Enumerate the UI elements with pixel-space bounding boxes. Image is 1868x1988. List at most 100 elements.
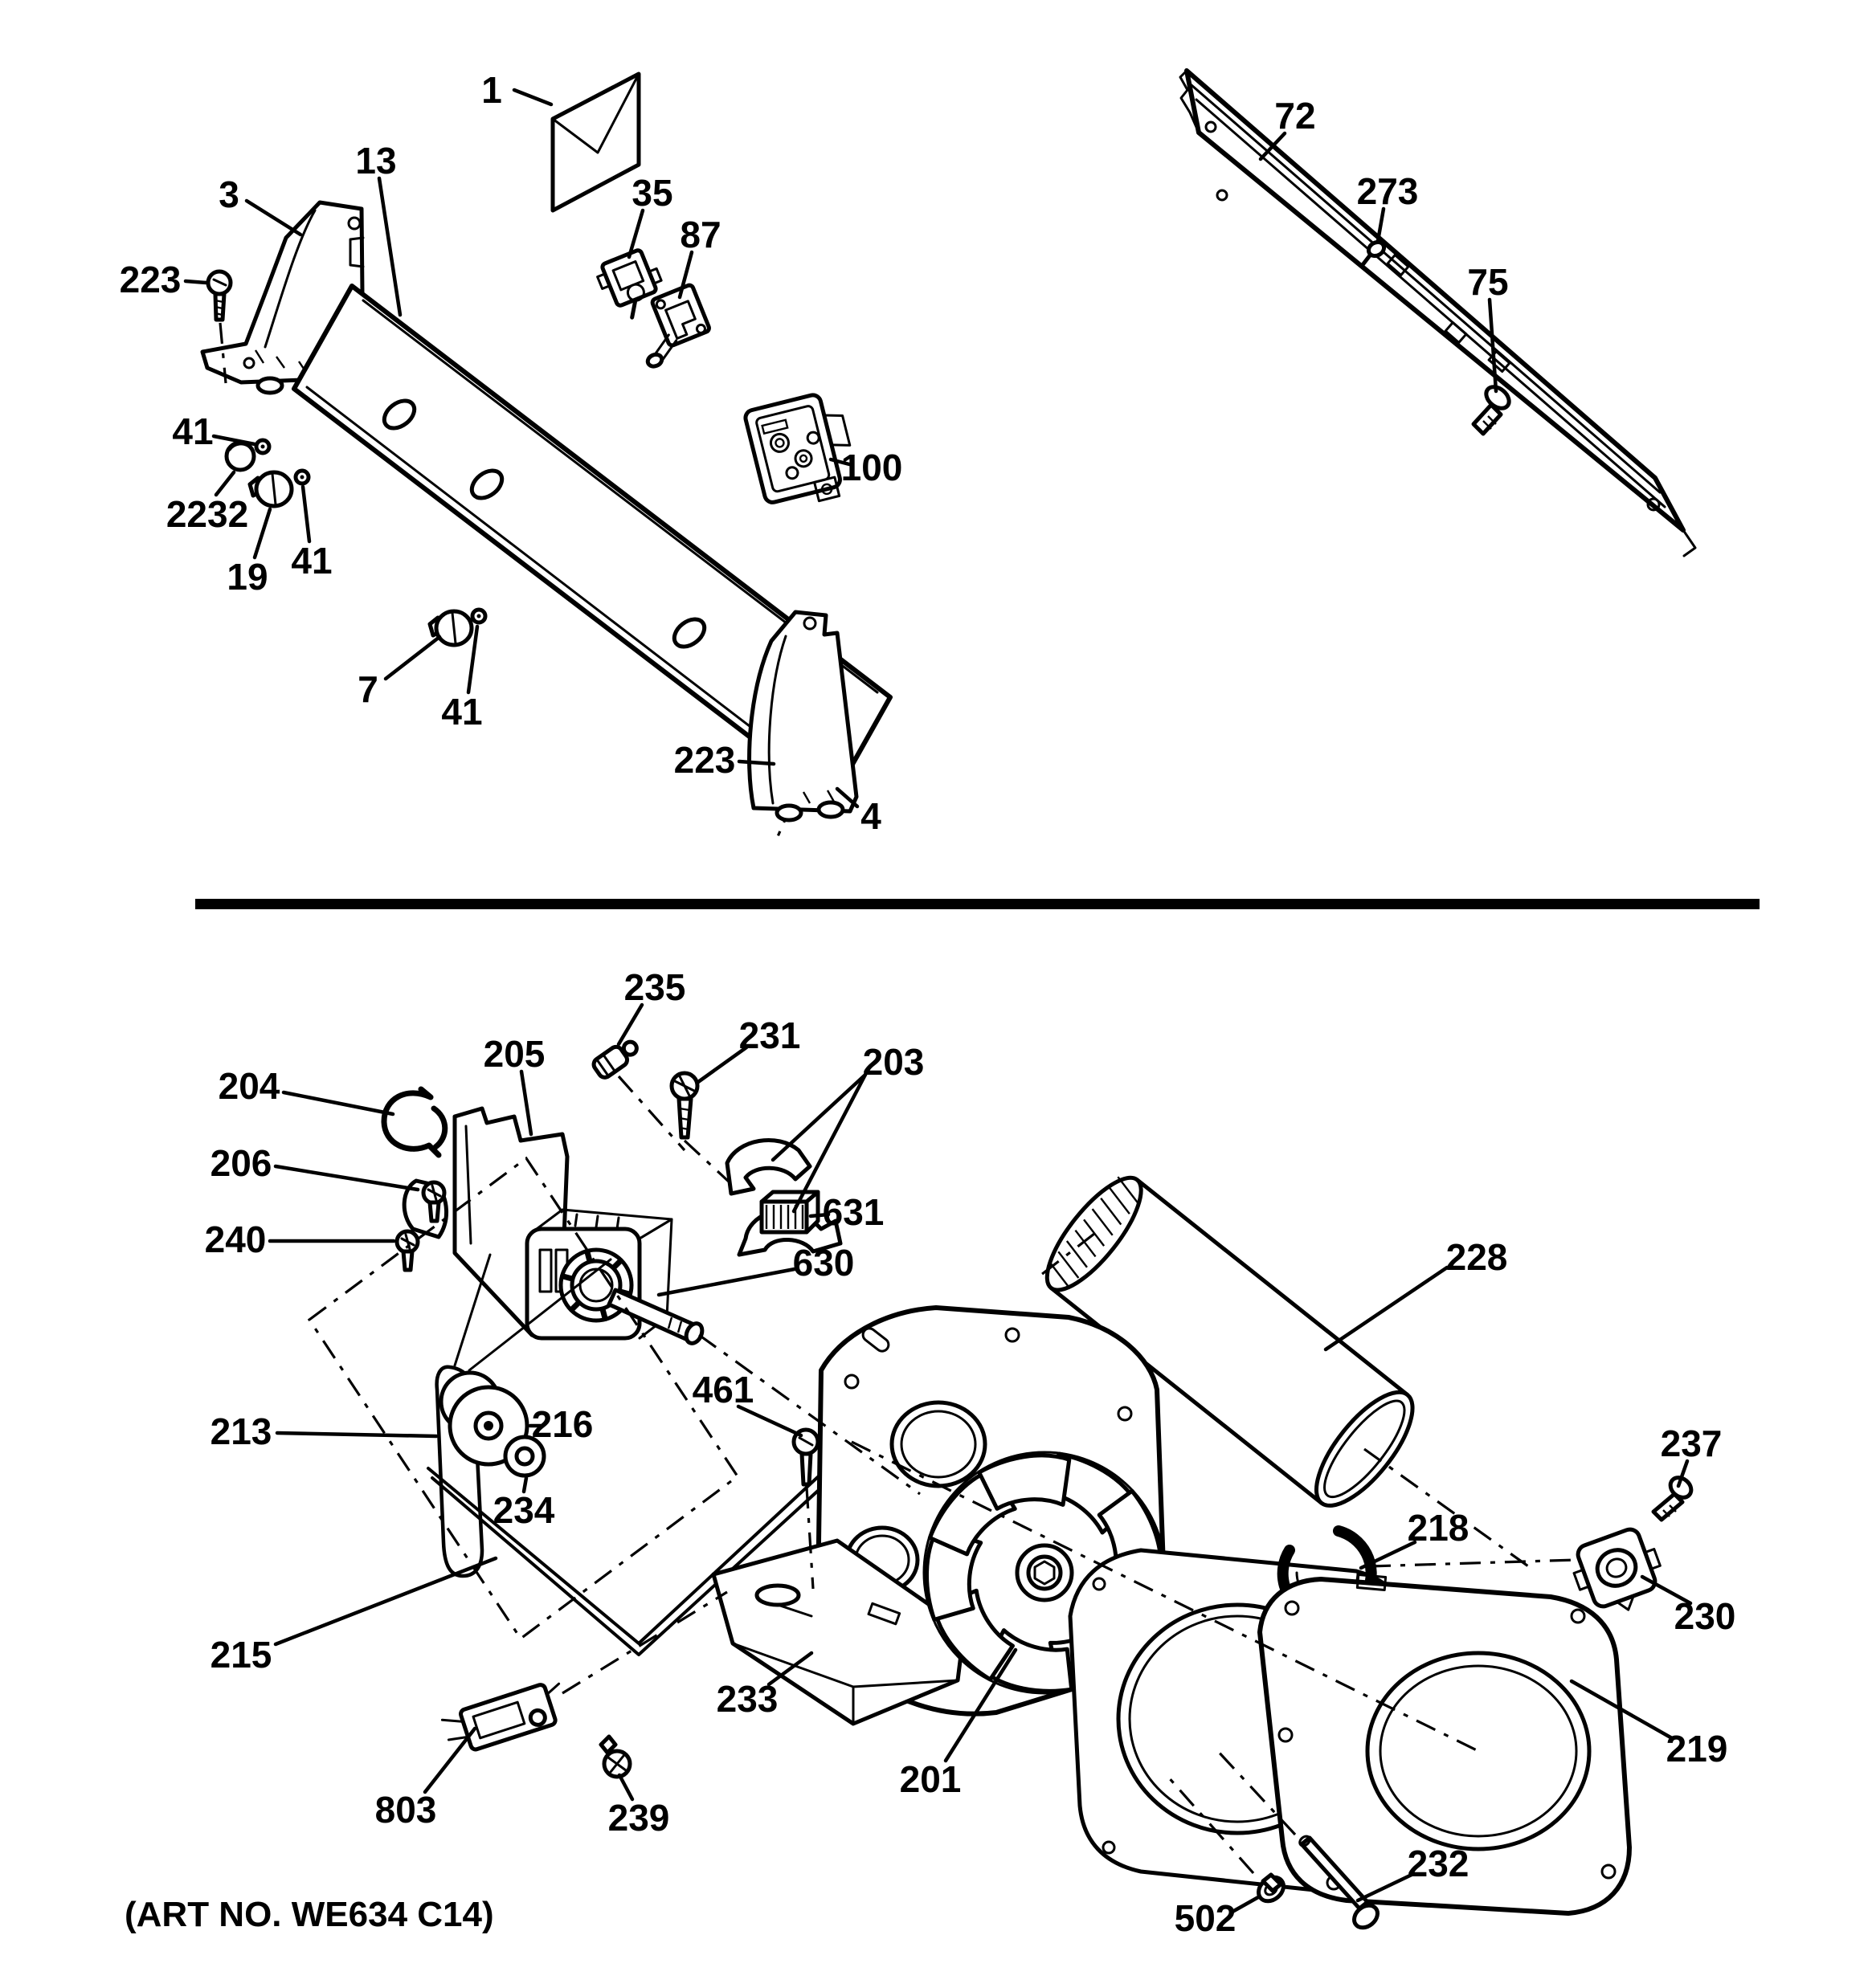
part-label-7: 7: [358, 668, 378, 710]
leader-line-203: [770, 1072, 868, 1162]
terminal-235: [591, 1039, 639, 1080]
knob-19: [247, 470, 294, 508]
screw-75: [1471, 385, 1511, 436]
part-label-1: 1: [481, 69, 502, 111]
leader-line-230: [1640, 1574, 1693, 1606]
leader-line-502: [1230, 1895, 1261, 1914]
part-label-231: 231: [739, 1014, 801, 1056]
timer-100: [743, 393, 852, 504]
construction-lines: [307, 1075, 1577, 1875]
knob-2232: [224, 440, 256, 472]
part-label-235: 235: [624, 966, 686, 1008]
part-label-233: 233: [717, 1678, 779, 1720]
part-label-239: 239: [608, 1797, 670, 1839]
part-label-3: 3: [219, 173, 239, 215]
leader-line-223: [737, 759, 776, 766]
part-label-219: 219: [1666, 1728, 1728, 1770]
part-label-237: 237: [1661, 1423, 1723, 1464]
part-label-204: 204: [219, 1065, 280, 1107]
part-label-232: 232: [1408, 1843, 1469, 1884]
screw-223-left: [206, 269, 233, 384]
thermostat-230: [1572, 1527, 1662, 1611]
leader-line-234: [521, 1476, 529, 1494]
screw-273: [1359, 239, 1387, 268]
leader-line-218: [1359, 1540, 1417, 1570]
leader-line-201: [943, 1647, 1018, 1763]
part-label-803: 803: [375, 1789, 437, 1831]
part-label-4: 4: [860, 795, 881, 837]
leader-line-203: [791, 1072, 868, 1214]
leader-line-204: [281, 1090, 395, 1116]
part-label-631: 631: [823, 1191, 885, 1233]
part-label-234: 234: [493, 1489, 555, 1531]
leader-line-215: [273, 1556, 498, 1647]
part-label-223: 223: [674, 739, 736, 781]
part-label-273: 273: [1357, 170, 1419, 212]
part-label-41: 41: [291, 540, 332, 582]
leader-line-273: [1375, 206, 1386, 243]
part-label-213: 213: [211, 1410, 272, 1452]
leader-line-3: [244, 198, 303, 237]
leader-line-19: [252, 507, 272, 560]
leader-line-7: [383, 635, 442, 681]
right-end-bracket: [747, 610, 859, 823]
leader-line-41: [211, 434, 257, 447]
support-base-233: [711, 1538, 967, 1726]
drive-motor-630: [525, 1208, 705, 1345]
clip-41-a: [254, 438, 272, 455]
drive-belt-215: [427, 1462, 839, 1656]
leader-line-235: [616, 1002, 644, 1047]
leader-line-232: [1355, 1872, 1414, 1903]
screw-239: [599, 1734, 632, 1779]
leader-line-461: [736, 1404, 803, 1438]
part-label-19: 19: [227, 556, 268, 598]
leader-line-72: [1258, 131, 1287, 161]
leader-line-41: [466, 624, 480, 695]
part-label-502: 502: [1175, 1897, 1236, 1939]
clip-41-b: [293, 468, 311, 486]
part-label-230: 230: [1674, 1595, 1736, 1637]
switch-87: [645, 283, 711, 369]
art-number: (ART NO. WE634 C14): [125, 1895, 494, 1934]
leader-line-631: [808, 1212, 831, 1219]
leader-line-223: [183, 279, 209, 285]
rear-access-panel: [1179, 68, 1697, 557]
screw-461: [791, 1427, 820, 1487]
leader-line-206: [273, 1164, 420, 1192]
pulley-234: [503, 1435, 546, 1478]
leader-line-35: [627, 208, 645, 259]
screw-240: [394, 1229, 420, 1272]
coupler-631: [759, 1190, 820, 1235]
part-label-75: 75: [1467, 261, 1508, 303]
part-label-41: 41: [172, 410, 213, 452]
clip-41-c: [470, 607, 488, 625]
part-label-87: 87: [680, 214, 721, 255]
knob-7: [427, 609, 474, 647]
screw-206: [421, 1180, 447, 1223]
leader-line-41: [300, 484, 312, 544]
switch-35: [596, 248, 663, 320]
part-label-215: 215: [211, 1634, 272, 1676]
leader-line-1: [512, 88, 554, 107]
part-label-203: 203: [863, 1041, 925, 1083]
part-label-223: 223: [120, 259, 182, 300]
leader-line-231: [696, 1045, 749, 1084]
screw-231: [669, 1071, 700, 1140]
leader-line-205: [519, 1069, 533, 1137]
leader-line-803: [423, 1726, 477, 1794]
bolt-232: [1298, 1835, 1380, 1930]
part-label-216: 216: [532, 1403, 594, 1445]
leader-line-87: [677, 250, 694, 300]
idler-pulley-216: [439, 1370, 529, 1467]
part-label-13: 13: [355, 140, 396, 182]
part-label-228: 228: [1446, 1236, 1508, 1278]
part-label-2232: 2232: [166, 493, 248, 535]
leader-line-100: [828, 457, 852, 467]
part-label-240: 240: [205, 1219, 267, 1260]
leader-line-219: [1569, 1679, 1674, 1741]
part-label-201: 201: [900, 1758, 962, 1800]
fan-blade: [977, 1453, 1072, 1511]
part-label-72: 72: [1274, 95, 1315, 137]
blower-housing-219: [1257, 1574, 1632, 1916]
